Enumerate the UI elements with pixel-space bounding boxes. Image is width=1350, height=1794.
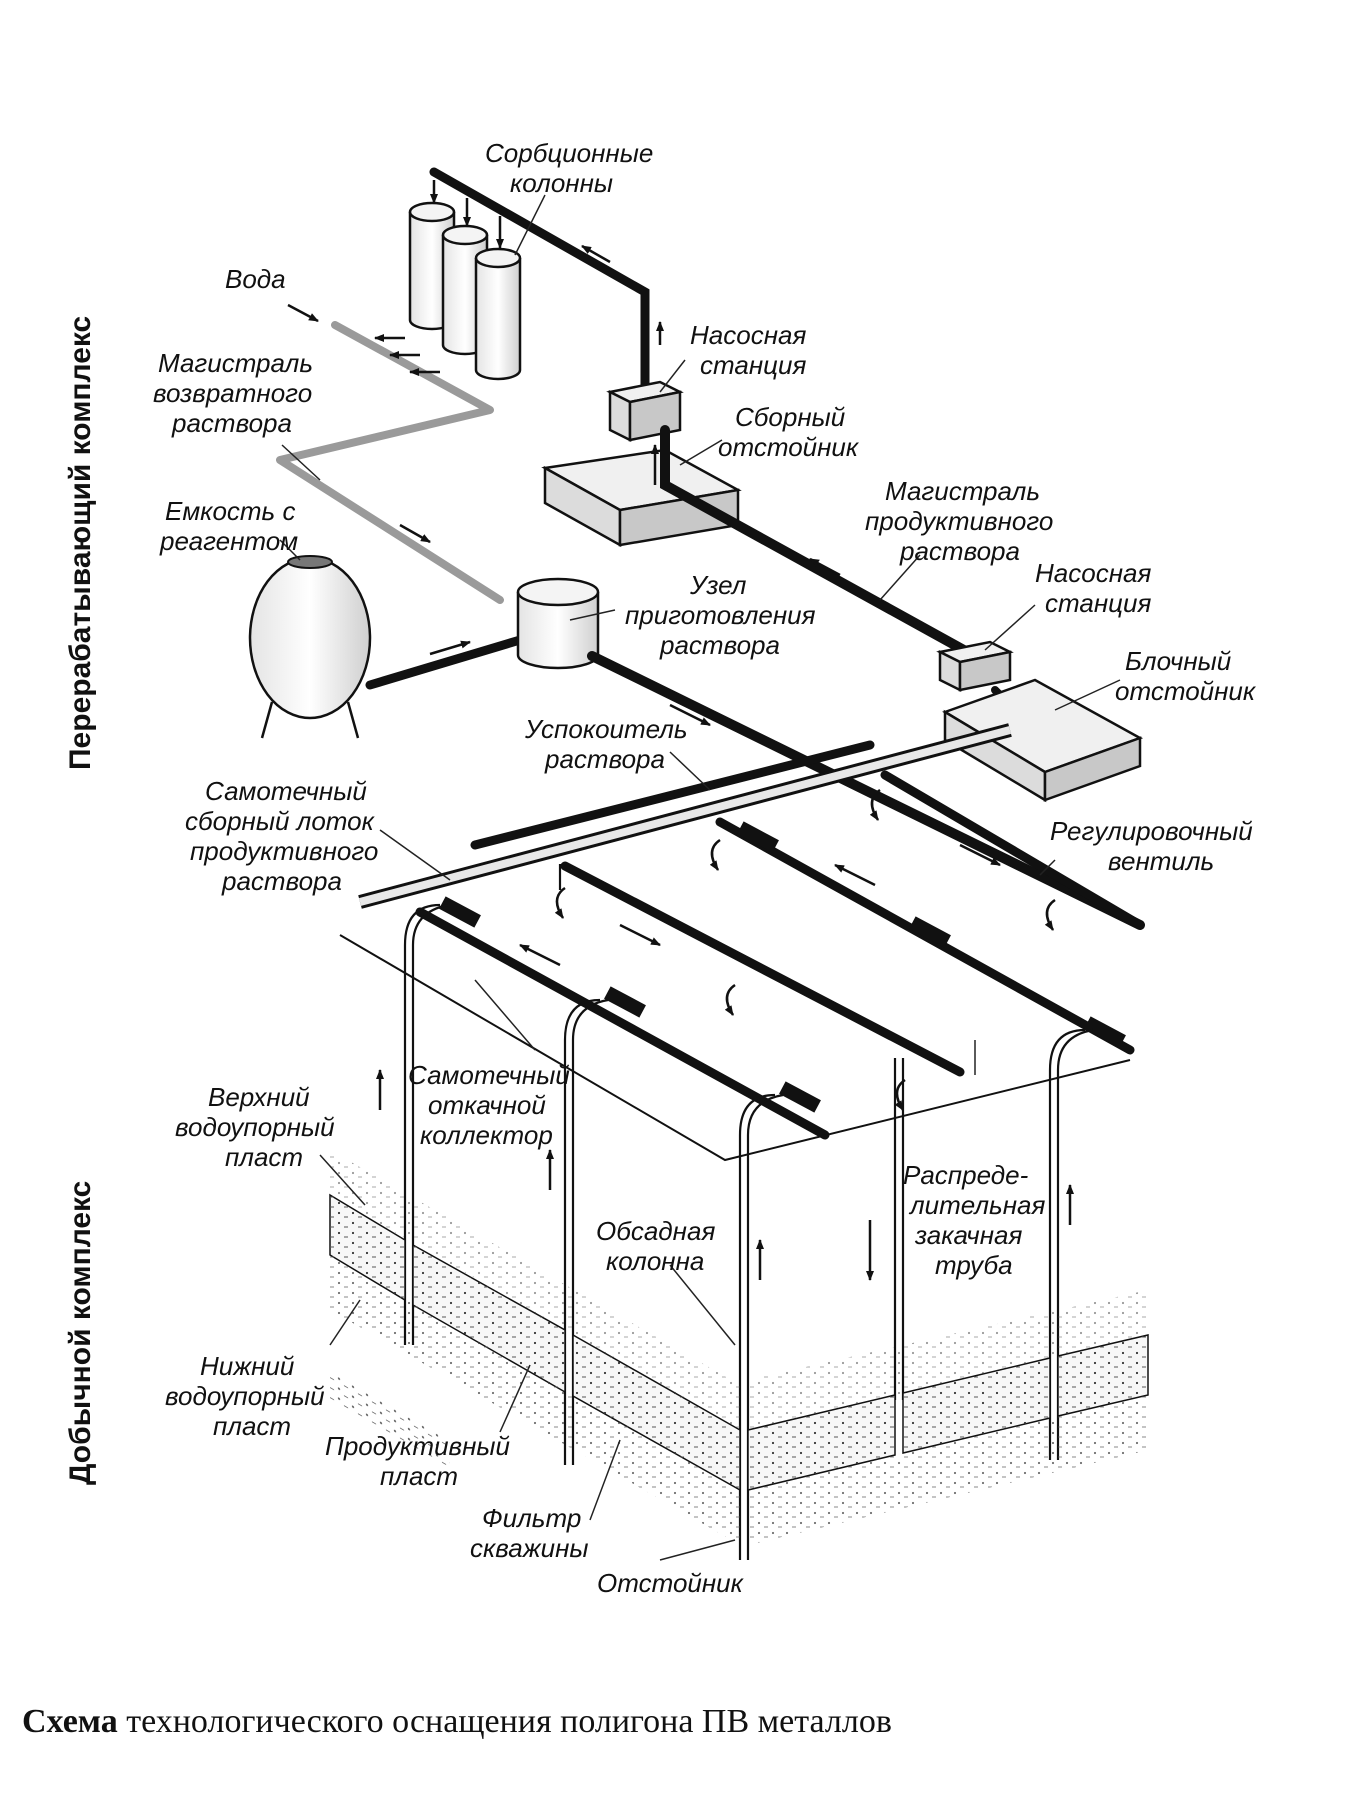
svg-text:продуктивного: продуктивного	[865, 506, 1053, 536]
svg-text:Фильтр: Фильтр	[482, 1503, 581, 1533]
svg-text:коллектор: коллектор	[420, 1120, 553, 1150]
wells	[403, 864, 1094, 1560]
label-casing: Обсадная колонна	[596, 1216, 715, 1276]
label-productive-line: Магистраль продуктивного раствора	[865, 476, 1053, 566]
svg-text:пласт: пласт	[213, 1411, 291, 1441]
label-distribution-pipe: Распреде- лительная закачная труба	[903, 1160, 1045, 1280]
svg-text:водоупорный: водоупорный	[175, 1112, 335, 1142]
label-solution-damper: Успокоитель раствора	[524, 714, 688, 774]
reagent-feed-pipe	[365, 635, 525, 690]
svg-text:Магистраль: Магистраль	[885, 476, 1040, 506]
svg-text:сборный лоток: сборный лоток	[185, 806, 376, 836]
svg-text:станция: станция	[1045, 588, 1151, 618]
svg-text:пласт: пласт	[380, 1461, 458, 1491]
label-control-valve: Регулировочный вентиль	[1050, 816, 1253, 876]
injection-main	[587, 651, 1145, 930]
mining-complex-label: Добычной комплекс	[64, 1181, 97, 1485]
svg-text:раствора: раствора	[544, 744, 665, 774]
svg-text:раствора: раствора	[659, 630, 780, 660]
label-pump-station-mid: Насосная станция	[1035, 558, 1151, 618]
svg-text:Вода: Вода	[225, 264, 286, 294]
svg-text:Сорбционные: Сорбционные	[485, 138, 653, 168]
pump-station-mid	[936, 640, 1014, 693]
svg-text:раствора: раствора	[899, 536, 1020, 566]
pump-station-top	[606, 380, 684, 443]
sorption-feed-pipe	[429, 167, 650, 390]
svg-text:Магистраль: Магистраль	[158, 348, 313, 378]
label-sump: Отстойник	[597, 1568, 745, 1598]
svg-text:труба: труба	[935, 1250, 1013, 1280]
svg-text:откачной: откачной	[428, 1090, 546, 1120]
control-valves	[554, 788, 1056, 1111]
svg-text:возвратного: возвратного	[153, 378, 312, 408]
svg-text:Сборный: Сборный	[735, 402, 845, 432]
svg-text:вентиль: вентиль	[1108, 846, 1214, 876]
svg-text:реагентом: реагентом	[159, 526, 298, 556]
svg-text:водоупорный: водоупорный	[165, 1381, 325, 1411]
svg-text:Узел: Узел	[689, 570, 747, 600]
label-return-line: Магистраль возвратного раствора	[153, 348, 313, 438]
svg-text:Насосная: Насосная	[690, 320, 806, 350]
caption-rest: технологического оснащения полигона ПВ м…	[117, 1703, 892, 1740]
sorption-columns	[408, 201, 522, 381]
svg-text:скважины: скважины	[470, 1533, 589, 1563]
wellhead-blocks	[439, 821, 1126, 1113]
svg-text:закачная: закачная	[914, 1220, 1022, 1250]
svg-text:пласт: пласт	[225, 1142, 303, 1172]
svg-text:колонна: колонна	[606, 1246, 704, 1276]
svg-text:Насосная: Насосная	[1035, 558, 1151, 588]
svg-text:отстойник: отстойник	[718, 432, 860, 462]
productive-solution-main	[660, 425, 1005, 675]
svg-text:раствора: раствора	[221, 866, 342, 896]
svg-text:раствора: раствора	[171, 408, 292, 438]
svg-text:колонны: колонны	[510, 168, 613, 198]
label-pump-station-top: Насосная станция	[690, 320, 806, 380]
figure-caption: Схема технологического оснащения полигон…	[22, 1703, 892, 1741]
label-water: Вода	[225, 264, 286, 294]
svg-text:отстойник: отстойник	[1115, 676, 1257, 706]
reagent-tank	[248, 555, 372, 739]
svg-text:Емкость с: Емкость с	[165, 496, 295, 526]
svg-text:Распреде-: Распреде-	[903, 1160, 1029, 1190]
productive-layer	[329, 1193, 1149, 1492]
label-sorption-columns: Сорбционные колонны	[485, 138, 653, 198]
svg-text:лительная: лительная	[908, 1190, 1045, 1220]
svg-text:станция: станция	[700, 350, 806, 380]
label-well-filter: Фильтр скважины	[470, 1503, 589, 1563]
svg-text:Самотечный: Самотечный	[205, 776, 367, 806]
solution-prep-unit	[516, 577, 600, 670]
label-collecting-settler: Сборный отстойник	[718, 402, 860, 462]
svg-text:Успокоитель: Успокоитель	[524, 714, 688, 744]
label-gravity-collector: Самотечный откачной коллектор	[408, 1060, 570, 1150]
svg-text:продуктивного: продуктивного	[190, 836, 378, 866]
ground-plane	[339, 934, 1131, 1162]
caption-bold: Схема	[22, 1703, 118, 1740]
svg-text:Продуктивный: Продуктивный	[325, 1431, 510, 1461]
collector-header	[470, 740, 875, 850]
label-upper-aquiclude: Верхний водоупорный пласт	[175, 1082, 335, 1172]
svg-text:Нижний: Нижний	[200, 1351, 294, 1381]
return-solution-line	[276, 321, 504, 604]
aquiclude-hatching	[330, 1150, 1148, 1545]
svg-text:приготовления: приготовления	[625, 600, 816, 630]
svg-text:Верхний: Верхний	[208, 1082, 310, 1112]
label-lower-aquiclude: Нижний водоупорный пласт	[165, 1351, 325, 1441]
svg-text:Отстойник: Отстойник	[597, 1568, 745, 1598]
svg-text:Обсадная: Обсадная	[596, 1216, 715, 1246]
svg-text:Блочный: Блочный	[1125, 646, 1231, 676]
svg-text:Самотечный: Самотечный	[408, 1060, 570, 1090]
label-reagent-tank: Емкость с реагентом	[159, 496, 298, 556]
processing-complex-label: Перерабатывающий комплекс	[64, 316, 97, 770]
svg-text:Регулировочный: Регулировочный	[1050, 816, 1253, 846]
label-gravity-tray: Самотечный сборный лоток продуктивного р…	[185, 776, 378, 896]
label-solution-prep: Узел приготовления раствора	[625, 570, 816, 660]
collecting-settler	[541, 448, 742, 548]
label-block-settler: Блочный отстойник	[1115, 646, 1257, 706]
label-productive-layer: Продуктивный пласт	[325, 1431, 510, 1491]
